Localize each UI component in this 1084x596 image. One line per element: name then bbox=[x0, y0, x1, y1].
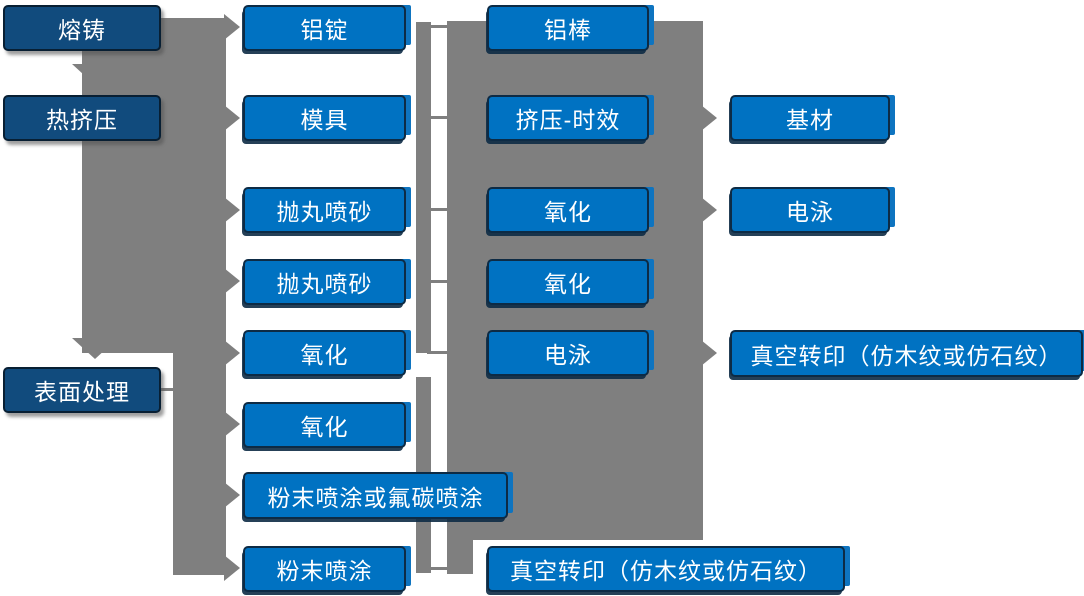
flow-node-c4r3: 电泳 bbox=[730, 187, 890, 233]
flow-node-c1r6: 表面处理 bbox=[3, 367, 161, 413]
flow-node-c2r2: 模具 bbox=[243, 95, 406, 141]
arrowhead-to-shot-blasting-1-icon bbox=[224, 197, 240, 223]
connector-band-lower-left bbox=[173, 353, 226, 575]
flow-node-c3r4: 氧化 bbox=[487, 259, 649, 305]
connector-line-row4 bbox=[427, 280, 449, 283]
flow-node-c3r8: 真空转印（仿木纹或仿石纹） bbox=[487, 546, 845, 592]
connector-line-row2 bbox=[427, 116, 449, 119]
arrowhead-to-oxidation-r5-icon bbox=[224, 340, 240, 366]
flow-node-c3r5: 电泳 bbox=[487, 330, 649, 376]
flow-node-c2r6: 氧化 bbox=[243, 402, 406, 448]
arrowhead-to-hot-extrusion-icon bbox=[72, 64, 118, 85]
flow-node-c4r2: 基材 bbox=[730, 95, 890, 141]
arrowhead-to-aluminum-ingot-icon bbox=[224, 14, 240, 40]
flow-node-c1r1: 熔铸 bbox=[3, 5, 161, 51]
arrowhead-to-powder-fluorocarbon-icon bbox=[224, 482, 240, 508]
arrowhead-to-vacuum-transfer-icon bbox=[701, 340, 717, 366]
arrowhead-to-electrophoresis-icon bbox=[701, 197, 717, 223]
flow-node-c3r1: 铝棒 bbox=[487, 5, 649, 51]
flow-node-c2r3: 抛丸喷砂 bbox=[243, 187, 406, 233]
arrowhead-to-shot-blasting-2-icon bbox=[224, 268, 240, 294]
flow-node-c2r4: 抛丸喷砂 bbox=[243, 259, 406, 305]
flow-node-c1r2: 热挤压 bbox=[3, 95, 161, 141]
arrowhead-to-surface-treatment-icon bbox=[72, 338, 118, 359]
flow-node-c2r7: 粉末喷涂或氟碳喷涂 bbox=[243, 472, 508, 519]
flow-node-c3r2: 挤压-时效 bbox=[487, 95, 649, 141]
connector-band-mid-upper bbox=[416, 22, 431, 353]
flow-node-c4r5: 真空转印（仿木纹或仿石纹） bbox=[730, 330, 1083, 377]
flow-node-c2r8: 粉末喷涂 bbox=[243, 546, 406, 592]
connector-line-row3 bbox=[427, 208, 449, 211]
flow-node-c3r3: 氧化 bbox=[487, 187, 649, 233]
connector-line-surface-treatment bbox=[161, 388, 175, 391]
arrowhead-to-powder-coating-icon bbox=[224, 555, 240, 581]
arrowhead-to-base-material-icon bbox=[701, 105, 717, 131]
flow-node-c2r5: 氧化 bbox=[243, 330, 406, 376]
flow-node-c2r1: 铝锭 bbox=[243, 5, 406, 51]
arrowhead-to-oxidation-r6-icon bbox=[224, 411, 240, 437]
connector-line-row1 bbox=[427, 25, 449, 28]
connector-line-row5 bbox=[427, 351, 449, 354]
arrowhead-to-mold-icon bbox=[224, 105, 240, 131]
connector-block-extension bbox=[447, 540, 473, 574]
connector-line-row8 bbox=[427, 567, 449, 570]
